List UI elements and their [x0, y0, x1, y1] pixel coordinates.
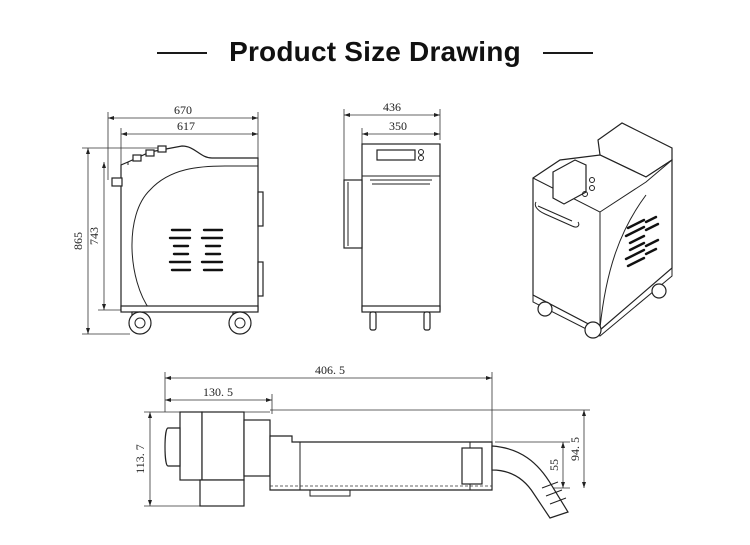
dim-gun-head-height: 113. 7	[133, 444, 147, 474]
dim-gun-length-total: 406. 5	[315, 363, 345, 377]
title-left-rule	[157, 52, 207, 54]
side-view: 670 617 865 743	[71, 103, 264, 335]
side-vent-right	[200, 228, 224, 272]
page-title: Product Size Drawing	[229, 36, 521, 67]
gun-view: 406. 5 130. 5 113. 7 55 94. 5	[133, 363, 590, 519]
title-bar: Product Size Drawing	[0, 30, 750, 74]
dim-side-width-total: 670	[174, 103, 192, 117]
perspective-vent	[624, 215, 660, 268]
side-vent-left	[168, 228, 192, 272]
dim-side-height-total: 865	[71, 232, 85, 250]
dim-gun-tube-height: 55	[547, 459, 561, 471]
side-wheel-right	[228, 311, 252, 335]
title-right-rule	[543, 52, 593, 54]
dim-front-width-total: 436	[383, 100, 401, 114]
dim-side-height-body: 743	[87, 227, 101, 245]
dim-front-width-body: 350	[389, 119, 407, 133]
dim-gun-outlet-height: 94. 5	[568, 437, 582, 461]
side-wheel-left	[128, 311, 152, 335]
front-view: 436 350	[343, 100, 441, 331]
dim-gun-head-length: 130. 5	[203, 385, 233, 399]
dim-side-width-body: 617	[177, 119, 195, 133]
perspective-view	[532, 122, 673, 339]
